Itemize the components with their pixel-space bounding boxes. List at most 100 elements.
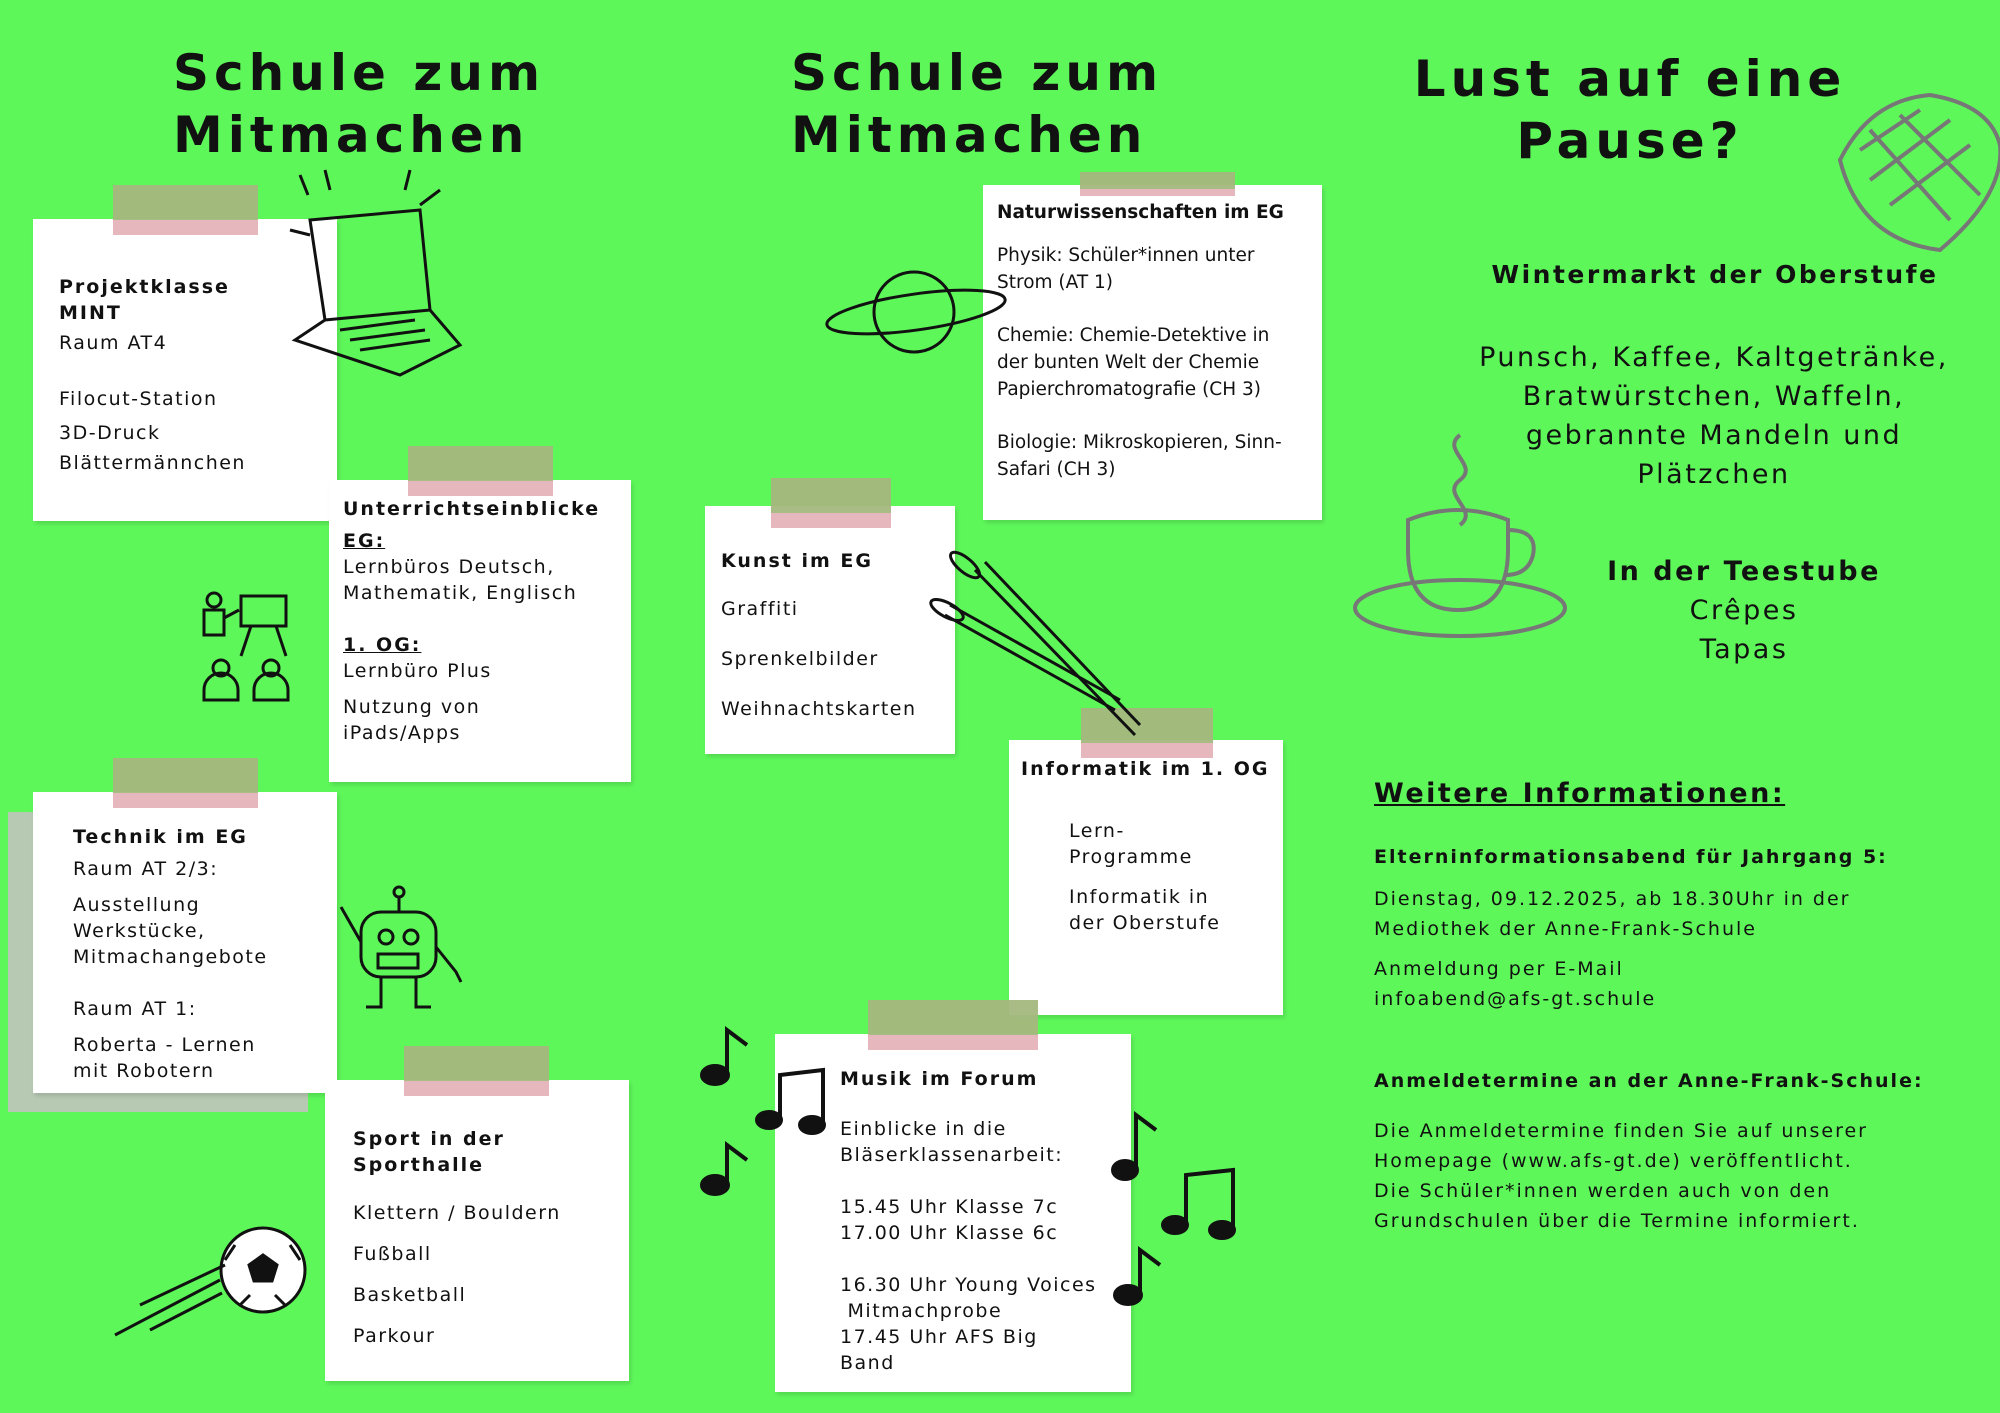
text: Anmeldung per E-Mail — [1374, 958, 1624, 980]
paintbrush-icon — [929, 550, 1142, 737]
football-icon — [114, 1226, 307, 1337]
text: Dienstag, 09.12.2025, ab 18.30Uhr in der — [1374, 888, 1851, 910]
text: Safari (CH 3) — [997, 459, 1116, 480]
tape — [113, 758, 258, 808]
waffle-icon — [1837, 92, 2000, 253]
time-item: 17.00 Uhr Klasse 6c — [840, 1222, 1059, 1244]
list-item: Klettern / Bouldern — [353, 1202, 561, 1224]
tape — [113, 185, 258, 235]
list-item: Fußball — [353, 1243, 432, 1265]
card-unterricht: Unterrichtseinblicke EG: Lernbüros Deuts… — [329, 480, 631, 782]
planet-icon — [825, 270, 1007, 354]
text: Homepage (www.afs-gt.de) veröffentlicht. — [1374, 1150, 1853, 1172]
card-kunst: Kunst im EG Graffiti Sprenkelbilder Weih… — [705, 506, 955, 754]
text: Roberta - Lernen — [73, 1034, 256, 1056]
music-notes-icon — [755, 1067, 826, 1135]
title-line: Schule zum — [173, 44, 546, 102]
title-line: Lust auf eine — [1413, 50, 1847, 108]
card-title: Sporthalle — [353, 1154, 485, 1176]
text: Bläserklassenarbeit: — [840, 1144, 1064, 1166]
list-item: der Oberstufe — [1069, 912, 1221, 934]
teacher-icon — [202, 591, 290, 702]
time-item: 17.45 Uhr AFS Big Band — [840, 1326, 1038, 1374]
teestube-heading: In der Teestube — [1607, 556, 1881, 587]
text: Strom (AT 1) — [997, 272, 1114, 293]
food-line: Plätzchen — [1637, 459, 1791, 490]
text: Physik: Schüler*innen unter — [997, 245, 1255, 266]
card-title: Kunst im EG — [721, 550, 873, 572]
food-line: gebrannte Mandeln und — [1525, 420, 1903, 451]
eltern-heading: Elterninformationsabend für Jahrgang 5: — [1374, 846, 1888, 868]
text: Ausstellung — [73, 894, 201, 916]
text: Einblicke in die — [840, 1118, 1007, 1140]
music-notes-icon — [700, 1026, 749, 1196]
robot-icon — [339, 885, 463, 1009]
room-text: Raum AT 1: — [73, 998, 197, 1020]
tape — [771, 478, 891, 528]
coffee-cup-icon — [1353, 433, 1567, 638]
title-line: Mitmachen — [791, 106, 1148, 164]
text: Biologie: Mikroskopieren, Sinn- — [997, 432, 1282, 453]
food-line: Bratwürstchen, Waffeln, — [1522, 381, 1906, 412]
teestube-item: Crêpes — [1689, 595, 1799, 626]
title-line: Schule zum — [791, 44, 1164, 102]
food-line: Punsch, Kaffee, Kaltgetränke, — [1479, 342, 1949, 373]
email-link[interactable]: infoabend@afs-gt.schule — [1374, 988, 1657, 1010]
tape — [1081, 708, 1213, 758]
info-heading: Weitere Informationen: — [1374, 778, 1786, 809]
time-item: 16.30 Uhr Young Voices — [840, 1274, 1097, 1296]
text: der bunten Welt der Chemie — [997, 352, 1260, 373]
text: Grundschulen über die Termine informiert… — [1374, 1210, 1860, 1232]
card-title: Musik im Forum — [840, 1068, 1039, 1090]
list-item: Sprenkelbilder — [721, 648, 879, 670]
card-sport: Sport in der Sporthalle Klettern / Bould… — [325, 1080, 629, 1381]
info-section: Elterninformationsabend für Jahrgang 5: … — [1374, 842, 1994, 1236]
og-label: 1. OG: — [343, 634, 422, 656]
tape — [404, 1046, 549, 1096]
wintermarkt-heading: Wintermarkt der Oberstufe — [1491, 260, 1939, 289]
list-item: Blättermännchen — [59, 452, 246, 474]
teestube: In der Teestube Crêpes Tapas — [1544, 552, 1944, 669]
card-title: Technik im EG — [73, 826, 248, 848]
card-mint: Projektklasse MINT Raum AT4 Filocut-Stat… — [33, 219, 337, 521]
card-title: Naturwissenschaften im EG — [997, 202, 1284, 223]
text: iPads/Apps — [343, 722, 461, 744]
room-text: Raum AT 2/3: — [73, 858, 219, 880]
text: mit Robotern — [73, 1060, 215, 1082]
tape — [1080, 172, 1235, 196]
list-item: Parkour — [353, 1325, 436, 1347]
text: Chemie: Chemie-Detektive in — [997, 325, 1270, 346]
text: Lernbüros Deutsch, — [343, 556, 555, 578]
text: Mitmachangebote — [73, 946, 268, 968]
time-item: Mitmachprobe — [840, 1300, 1003, 1322]
termine-heading: Anmeldetermine an der Anne-Frank-Schule: — [1374, 1070, 1924, 1092]
list-item: Graffiti — [721, 598, 799, 620]
list-item: 3D-Druck — [59, 422, 161, 444]
card-technik: Technik im EG Raum AT 2/3: Ausstellung W… — [33, 792, 337, 1093]
text: Papierchromatografie (CH 3) — [997, 379, 1261, 400]
card-title: MINT — [59, 302, 122, 324]
food-list: Punsch, Kaffee, Kaltgetränke, Bratwürstc… — [1414, 338, 2000, 494]
text: Die Anmeldetermine finden Sie auf unsere… — [1374, 1120, 1868, 1142]
title-line: Mitmachen — [173, 106, 530, 164]
card-nawi: Naturwissenschaften im EG Physik: Schüle… — [983, 185, 1322, 520]
card-musik: Musik im Forum Einblicke in die Bläserkl… — [775, 1034, 1131, 1392]
list-item: Programme — [1069, 846, 1193, 868]
list-item: Informatik in — [1069, 886, 1210, 908]
list-item: Filocut-Station — [59, 388, 218, 410]
title-line: Pause? — [1516, 112, 1744, 170]
list-item: Basketball — [353, 1284, 467, 1306]
list-item: Weihnachtskarten — [721, 698, 917, 720]
room-text: Raum AT4 — [59, 332, 168, 354]
card-title: Projektklasse — [59, 276, 230, 298]
card-title: Informatik im 1. OG — [1021, 758, 1270, 780]
text: Nutzung von — [343, 696, 481, 718]
teestube-item: Tapas — [1699, 634, 1789, 665]
music-notes-icon — [1111, 1111, 1236, 1306]
text: Werkstücke, — [73, 920, 206, 942]
time-item: 15.45 Uhr Klasse 7c — [840, 1196, 1059, 1218]
text: Lernbüro Plus — [343, 660, 492, 682]
laptop-icon — [289, 169, 463, 377]
